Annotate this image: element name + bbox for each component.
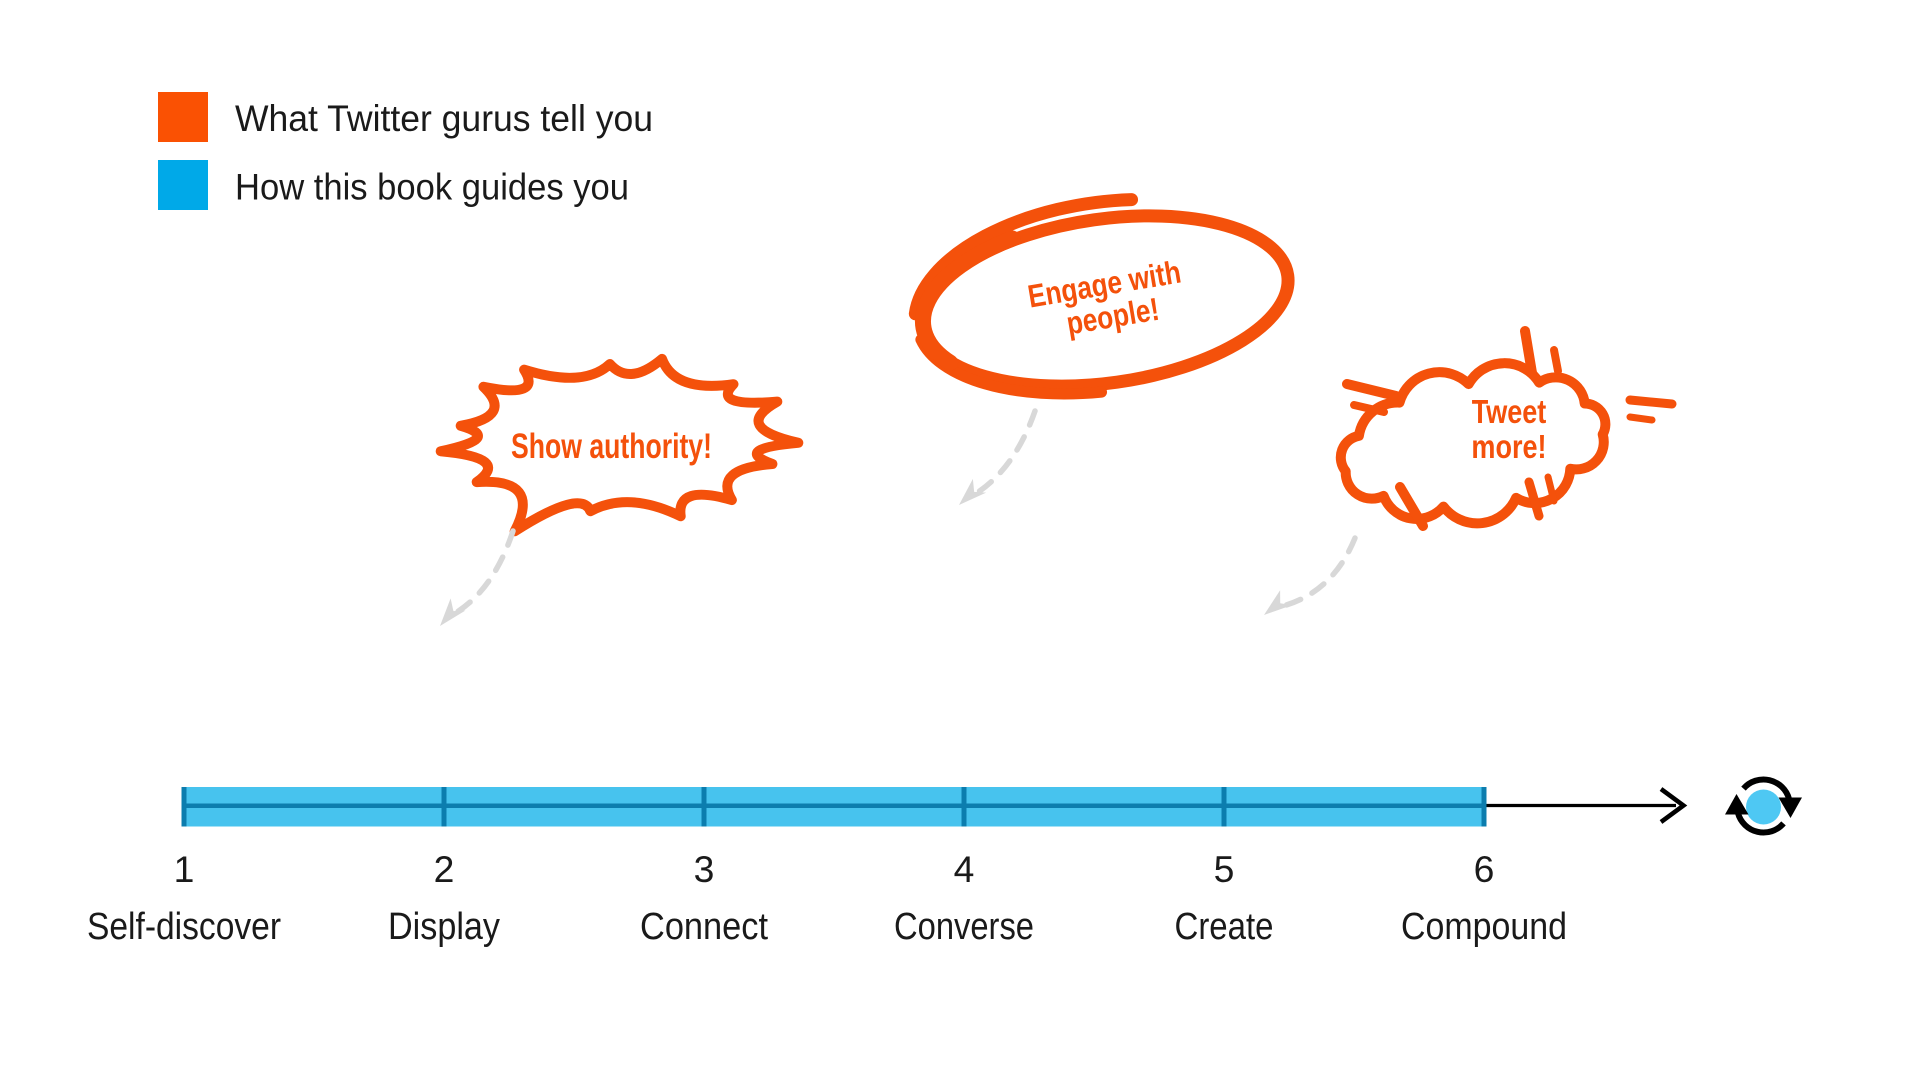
- svg-text:more!: more!: [1471, 430, 1546, 466]
- svg-text:Self-discover: Self-discover: [87, 906, 281, 948]
- svg-text:Connect: Connect: [640, 906, 768, 948]
- svg-text:Compound: Compound: [1401, 906, 1567, 948]
- svg-text:Display: Display: [388, 906, 500, 948]
- svg-text:Tweet: Tweet: [1472, 395, 1547, 431]
- svg-text:What Twitter gurus tell you: What Twitter gurus tell you: [235, 97, 653, 139]
- svg-text:5: 5: [1214, 848, 1235, 890]
- svg-text:2: 2: [434, 848, 455, 890]
- svg-text:6: 6: [1474, 848, 1495, 890]
- svg-text:4: 4: [954, 848, 975, 890]
- svg-text:Show authority!: Show authority!: [511, 426, 712, 465]
- svg-text:Converse: Converse: [894, 906, 1034, 948]
- svg-text:3: 3: [694, 848, 715, 890]
- svg-text:How this book guides you: How this book guides you: [235, 166, 629, 208]
- svg-text:Create: Create: [1175, 906, 1274, 948]
- svg-text:1: 1: [174, 848, 195, 890]
